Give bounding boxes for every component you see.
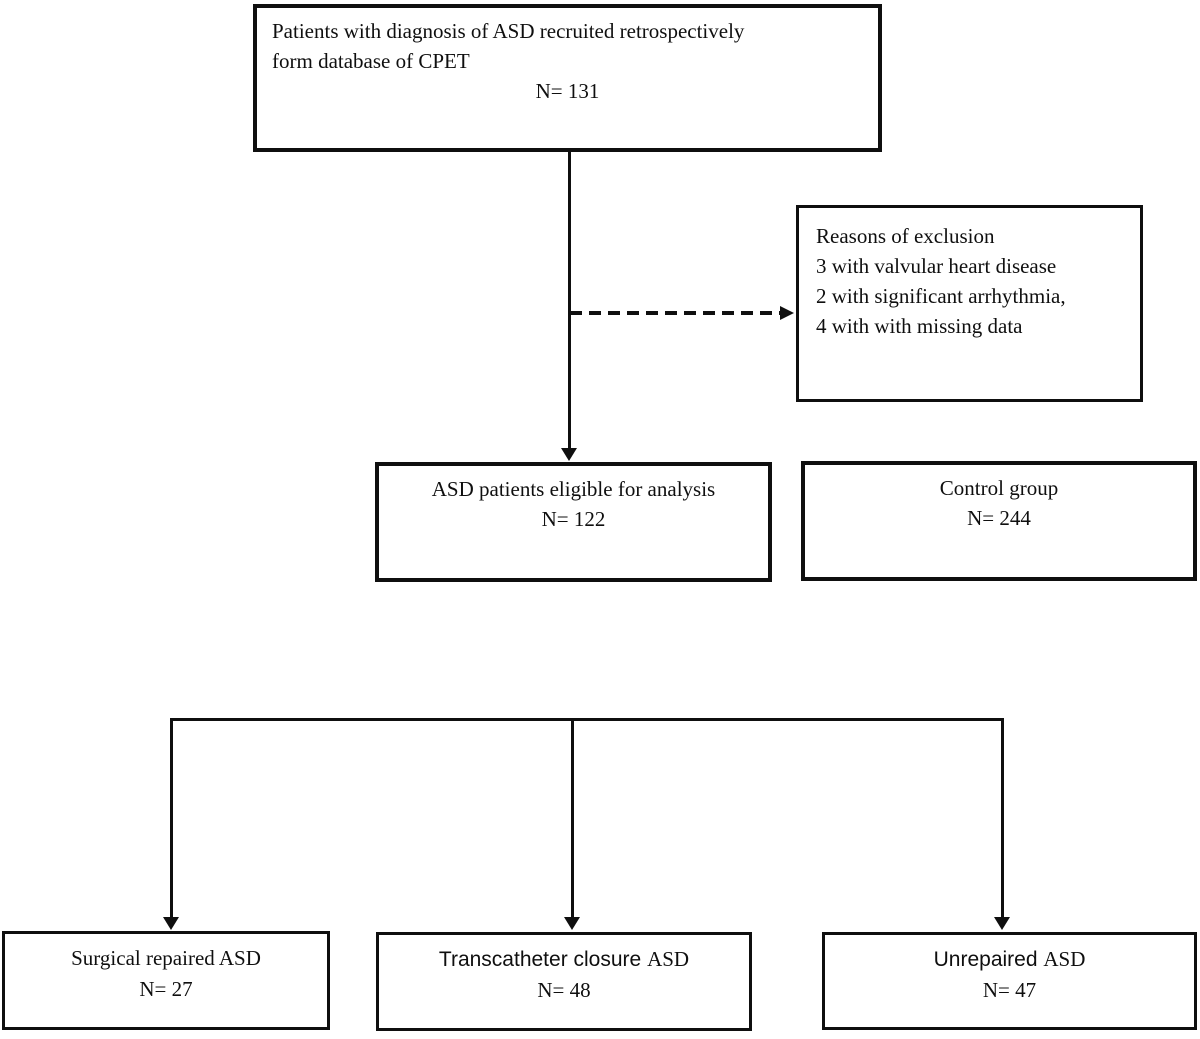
- box-unrepaired: Unrepaired ASD N= 47: [822, 932, 1197, 1030]
- transcatheter-n: N= 48: [537, 978, 591, 1002]
- exclusion-line: 3 with valvular heart disease: [816, 254, 1057, 278]
- recruited-line1: Patients with diagnosis of ASD recruited…: [272, 19, 745, 43]
- exclusion-line: 4 with with missing data: [816, 314, 1023, 338]
- arrowhead-down-icon: [994, 917, 1010, 930]
- exclusion-line: Reasons of exclusion: [816, 224, 995, 248]
- control-n: N= 244: [967, 506, 1031, 530]
- branch-horizontal-line: [170, 718, 1004, 721]
- box-exclusion: Reasons of exclusion 3 with valvular hea…: [796, 205, 1143, 402]
- arrowhead-down-icon: [561, 448, 577, 461]
- control-title: Control group: [939, 476, 1059, 500]
- arrowhead-down-icon: [163, 917, 179, 930]
- eligible-n: N= 122: [541, 507, 606, 531]
- box-surgical: Surgical repaired ASD N= 27: [2, 931, 330, 1030]
- exclusion-line: 2 with significant arrhythmia,: [816, 284, 1066, 308]
- arrowhead-right-icon: [780, 306, 794, 320]
- recruited-line2: form database of CPET: [272, 49, 470, 73]
- eligible-title: ASD patients eligible for analysis: [431, 477, 716, 501]
- box-recruited: Patients with diagnosis of ASD recruited…: [253, 4, 882, 152]
- arrowhead-down-icon: [564, 917, 580, 930]
- branch-right-line: [1001, 718, 1004, 918]
- recruited-n: N= 131: [535, 79, 600, 103]
- surgical-label-serif: Surgical repaired ASD: [71, 946, 261, 970]
- transcatheter-label-sans: Transcatheter closure: [438, 948, 648, 971]
- unrepaired-label: Unrepaired ASD: [825, 944, 1194, 975]
- unrepaired-label-serif: ASD: [1043, 947, 1086, 971]
- box-transcatheter: Transcatheter closure ASD N= 48: [376, 932, 752, 1031]
- box-eligible: ASD patients eligible for analysis N= 12…: [375, 462, 772, 582]
- transcatheter-label-serif: ASD: [647, 947, 690, 971]
- surgical-n: N= 27: [139, 977, 193, 1001]
- connector-recruited-to-eligible: [568, 152, 571, 448]
- transcatheter-label: Transcatheter closure ASD: [379, 944, 749, 975]
- box-control: Control group N= 244: [801, 461, 1197, 581]
- unrepaired-label-sans: Unrepaired: [933, 948, 1044, 971]
- branch-left-line: [170, 718, 173, 918]
- branch-middle-line: [571, 718, 574, 918]
- surgical-label: Surgical repaired ASD: [5, 943, 327, 974]
- dashed-connector-exclusion: [570, 311, 780, 315]
- unrepaired-n: N= 47: [982, 978, 1037, 1002]
